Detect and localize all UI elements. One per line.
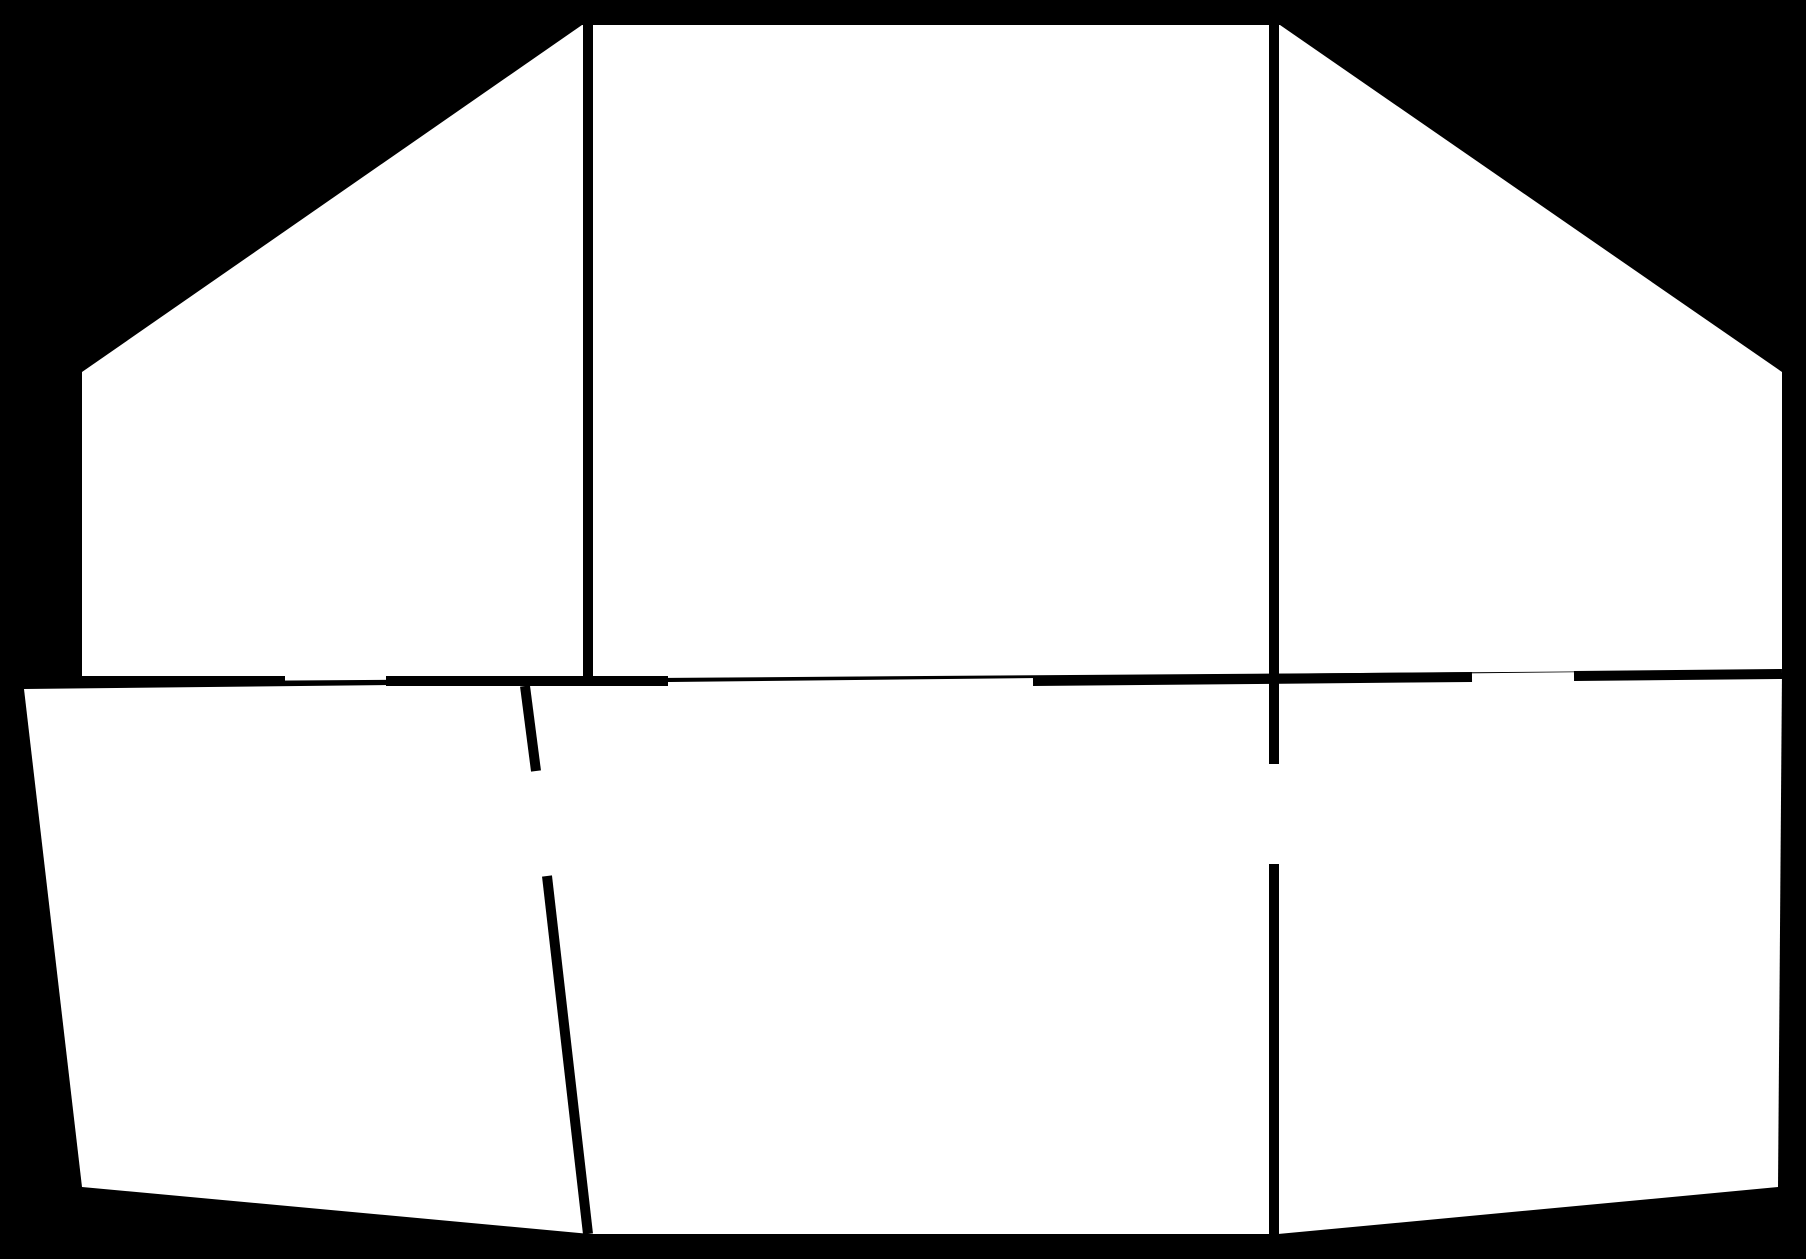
lower-area-fill bbox=[24, 670, 1782, 1234]
room-fills bbox=[24, 25, 1782, 1234]
wall-horizontal-right-a bbox=[1032, 672, 1473, 686]
upper-area-fill bbox=[82, 25, 1782, 682]
wall-horizontal-right-b bbox=[1573, 669, 1783, 681]
wall-slanted-lower-left-a bbox=[520, 685, 541, 772]
interior-walls bbox=[82, 25, 1783, 1235]
wall-slanted-lower-left-b bbox=[542, 875, 593, 1235]
